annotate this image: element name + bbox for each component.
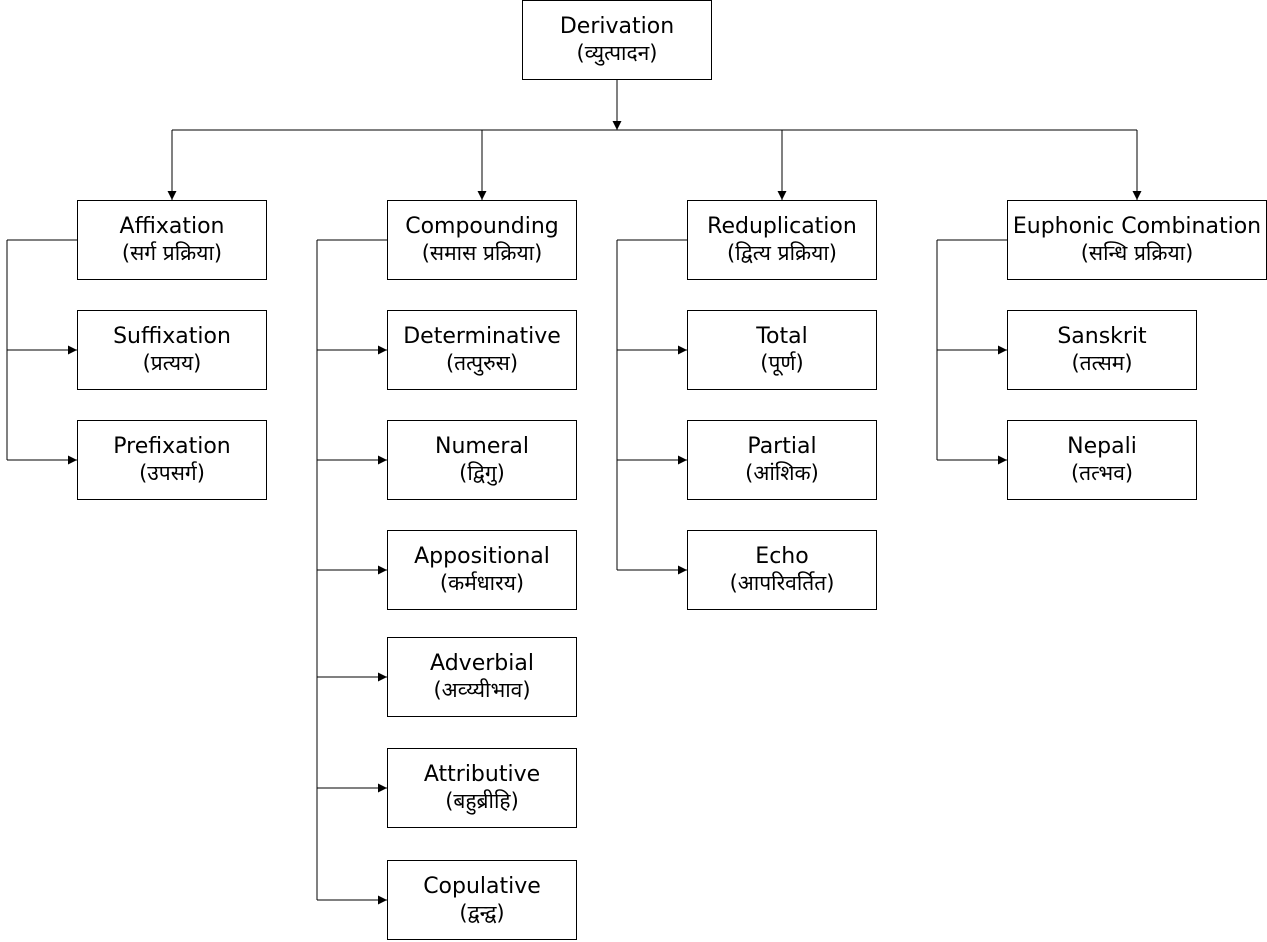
node-label: Numeral <box>434 434 529 459</box>
node-sublabel: (सर्ग प्रक्रिया) <box>121 241 223 265</box>
leaf-node-suffixation: Suffixation (प्रत्यय) <box>77 310 267 390</box>
node-sublabel: (तत्भव) <box>1070 461 1134 485</box>
node-label: Affixation <box>119 214 225 239</box>
node-label: Suffixation <box>113 324 231 349</box>
node-sublabel: (पूर्ण) <box>760 351 804 375</box>
node-label: Prefixation <box>113 434 231 459</box>
group-node-reduplication: Reduplication (द्वित्य प्रक्रिया) <box>687 200 877 280</box>
node-label: Euphonic Combination <box>1012 214 1262 239</box>
node-sublabel: (द्विगु) <box>459 461 505 485</box>
node-label: Partial <box>747 434 817 459</box>
leaf-node-total: Total (पूर्ण) <box>687 310 877 390</box>
group-node-euphonic-combination: Euphonic Combination (सन्धि प्रक्रिया) <box>1007 200 1267 280</box>
node-sublabel: (बहुब्रीहि) <box>445 789 519 813</box>
node-label: Echo <box>755 544 809 569</box>
leaf-node-appositional: Appositional (कर्मधारय) <box>387 530 577 610</box>
node-label: Adverbial <box>430 651 534 676</box>
leaf-node-partial: Partial (आंशिक) <box>687 420 877 500</box>
node-sublabel: (आंशिक) <box>745 461 819 485</box>
node-label: Appositional <box>414 544 550 569</box>
node-label: Copulative <box>423 874 541 899</box>
node-sublabel: (आपरिवर्तित) <box>729 571 835 595</box>
node-sublabel: (द्वन्द्व) <box>459 901 505 925</box>
node-label: Attributive <box>423 762 541 787</box>
leaf-node-echo: Echo (आपरिवर्तित) <box>687 530 877 610</box>
node-sublabel: (द्वित्य प्रक्रिया) <box>727 241 837 265</box>
node-sublabel: (तत्सम) <box>1071 351 1133 375</box>
node-sublabel: (सन्धि प्रक्रिया) <box>1080 241 1194 265</box>
node-sublabel: (समास प्रक्रिया) <box>421 241 543 265</box>
node-label: Determinative <box>403 324 561 349</box>
leaf-node-determinative: Determinative (तत्पुरुस) <box>387 310 577 390</box>
node-label: Compounding <box>405 214 559 239</box>
leaf-node-nepali: Nepali (तत्भव) <box>1007 420 1197 500</box>
leaf-node-attributive: Attributive (बहुब्रीहि) <box>387 748 577 828</box>
node-label: Total <box>756 324 808 349</box>
group-node-affixation: Affixation (सर्ग प्रक्रिया) <box>77 200 267 280</box>
root-node-derivation: Derivation (व्युत्पादन) <box>522 0 712 80</box>
node-sublabel: (कर्मधारय) <box>439 571 525 595</box>
node-label: Sanskrit <box>1057 324 1147 349</box>
group-node-compounding: Compounding (समास प्रक्रिया) <box>387 200 577 280</box>
node-sublabel: (तत्पुरुस) <box>445 351 519 375</box>
node-label: Nepali <box>1067 434 1137 459</box>
leaf-node-sanskrit: Sanskrit (तत्सम) <box>1007 310 1197 390</box>
leaf-node-copulative: Copulative (द्वन्द्व) <box>387 860 577 940</box>
leaf-node-numeral: Numeral (द्विगु) <box>387 420 577 500</box>
node-sublabel: (प्रत्यय) <box>142 351 202 375</box>
node-sublabel: (उपसर्ग) <box>139 461 205 485</box>
node-sublabel: (व्युत्पादन) <box>576 41 658 65</box>
node-label: Derivation <box>559 14 675 39</box>
node-sublabel: (अव्य्यीभाव) <box>433 678 531 702</box>
leaf-node-adverbial: Adverbial (अव्य्यीभाव) <box>387 637 577 717</box>
node-label: Reduplication <box>707 214 857 239</box>
leaf-node-prefixation: Prefixation (उपसर्ग) <box>77 420 267 500</box>
